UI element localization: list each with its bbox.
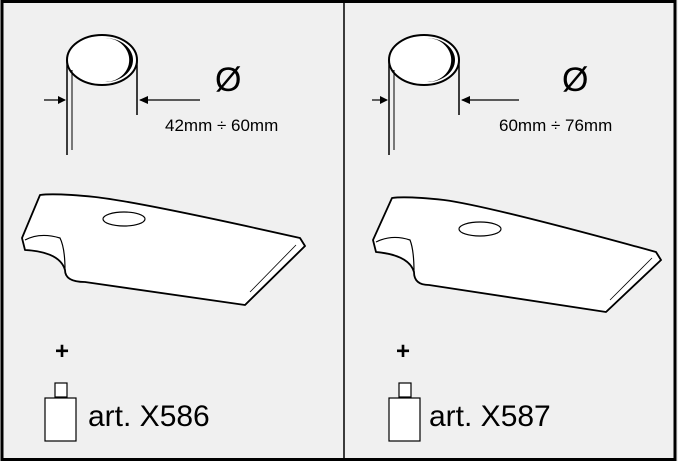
bolt-icon	[44, 382, 77, 442]
diameter-range: 60mm ÷ 76mm	[499, 116, 613, 135]
diameter-symbol: Ø	[562, 61, 589, 99]
bolt-icon	[388, 382, 421, 442]
article-label: art. X587	[429, 400, 551, 433]
panel-left: Ø 42mm ÷ 60mm + art. X586	[21, 34, 306, 442]
tube-icon	[44, 34, 200, 155]
blade-icon	[21, 193, 306, 306]
blade-icon	[372, 196, 662, 313]
diameter-range: 42mm ÷ 60mm	[165, 116, 279, 135]
diameter-symbol: Ø	[215, 61, 242, 99]
panel-right: Ø 60mm ÷ 76mm + art. X587	[344, 0, 678, 461]
tube-icon	[372, 34, 519, 155]
plus-sign: +	[396, 338, 411, 365]
plus-sign: +	[55, 338, 70, 365]
article-label: art. X586	[88, 400, 210, 433]
